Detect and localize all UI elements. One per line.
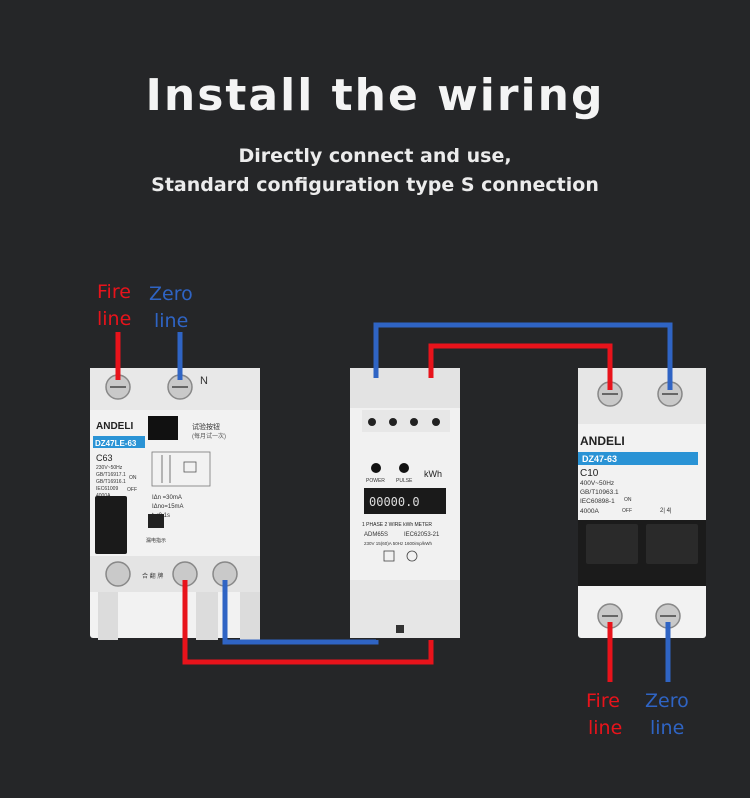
meter-description: 1 PHASE 2 WIRE kWh METER (362, 522, 432, 528)
meter-pulse-label: PULSE (396, 478, 413, 484)
rcbo-idn: IΔn =30mA (152, 495, 182, 501)
meter-reading: 00000.0 (369, 495, 420, 509)
mcb-spec-4: 4000A (580, 508, 599, 515)
mcb-lever-left[interactable] (586, 524, 638, 564)
rcbo-test-note: (每月试一次) (192, 432, 226, 440)
output-zero-label-word: Zero (645, 690, 689, 712)
fire-wire-meter-to-mcb (428, 343, 613, 390)
output-fire-label-word: Fire (586, 690, 620, 712)
mcb-on-label: ON (624, 497, 632, 503)
rcbo-test-button[interactable] (148, 416, 178, 440)
mcb-terminals-label: 2| 4| (660, 508, 672, 514)
subtitle-line-1: Directly connect and use, (238, 145, 512, 167)
input-fire-label-line: line (97, 308, 131, 330)
mcb-brand: ANDELI (580, 434, 625, 448)
output-fire-label-line: line (588, 717, 622, 739)
mcb-spec-1: 400V~50Hz (580, 480, 614, 487)
subtitle-line-2: Standard configuration type S connection (151, 174, 599, 196)
rcbo-on-label: ON (129, 475, 137, 481)
rcbo-breaker: N ANDELI DZ47LE-63 试验按钮 (每月试一次) C63 230V… (90, 368, 260, 640)
zero-wire-rcbo-to-meter (222, 580, 379, 645)
input-fire-label-word: Fire (97, 281, 131, 303)
input-zero-label-word: Zero (149, 283, 193, 305)
mcb-rating: C10 (580, 468, 599, 479)
rcbo-brand: ANDELI (96, 421, 133, 432)
page-title: Install the wiring (145, 70, 605, 121)
mcb-model: DZ47-63 (582, 454, 617, 464)
mcb-off-label: OFF (622, 508, 632, 514)
mcb-breaker: ANDELI DZ47-63 C10 400V~50Hz GB/T10963.1… (578, 368, 706, 638)
rcbo-lever[interactable] (95, 496, 127, 554)
rcbo-rating: C63 (96, 453, 113, 463)
rcbo-leak-indicator: 漏电指示 (146, 537, 166, 544)
rcbo-side-text: 合 翻 牌 (142, 572, 163, 580)
zero-wire-meter-to-mcb (373, 322, 673, 390)
meter-counter-display (364, 488, 446, 514)
rcbo-spec-4: IEC61009 (96, 486, 118, 492)
rcbo-idno: IΔno=15mA (152, 504, 184, 510)
meter-unit: kWh (424, 469, 442, 479)
meter-power-label: POWER (366, 478, 385, 484)
wires (115, 322, 673, 682)
rcbo-test-button-label: 试验按钮 (192, 422, 220, 431)
meter-power-led (371, 463, 381, 473)
mcb-spec-2: GB/T10963.1 (580, 489, 619, 496)
meter-standard: IEC62053-21 (404, 532, 440, 538)
meter-model: ADM65S (364, 532, 388, 538)
meter-rating: 230V 15(60)A 50Hz 1600imp/kWh (364, 541, 433, 546)
energy-meter: POWER PULSE kWh 00000.0 1 PHASE 2 WIRE k… (350, 368, 460, 638)
rcbo-model: DZ47LE-63 (95, 439, 137, 448)
rcbo-spec-2: GB/T16917.1 (96, 472, 126, 478)
mcb-lever-right[interactable] (646, 524, 698, 564)
fire-wire-rcbo-to-meter (182, 580, 434, 665)
page-subtitle: Directly connect and use, Standard confi… (0, 142, 750, 200)
input-zero-label-line: line (154, 310, 188, 332)
output-labels: Fire line Zero line (586, 690, 689, 739)
input-labels: Fire line Zero line (97, 281, 193, 332)
rcbo-spec-3: GB/T16916.1 (96, 479, 126, 485)
rcbo-bottom-screw-1 (105, 561, 131, 587)
output-zero-label-line: line (650, 717, 684, 739)
rcbo-spec-1: 230V~50Hz (96, 465, 123, 471)
mcb-spec-3: IEC60898-1 (580, 498, 615, 505)
meter-pulse-led (399, 463, 409, 473)
rcbo-off-label: OFF (127, 487, 137, 493)
rcbo-terminal-n-label: N (200, 375, 208, 387)
